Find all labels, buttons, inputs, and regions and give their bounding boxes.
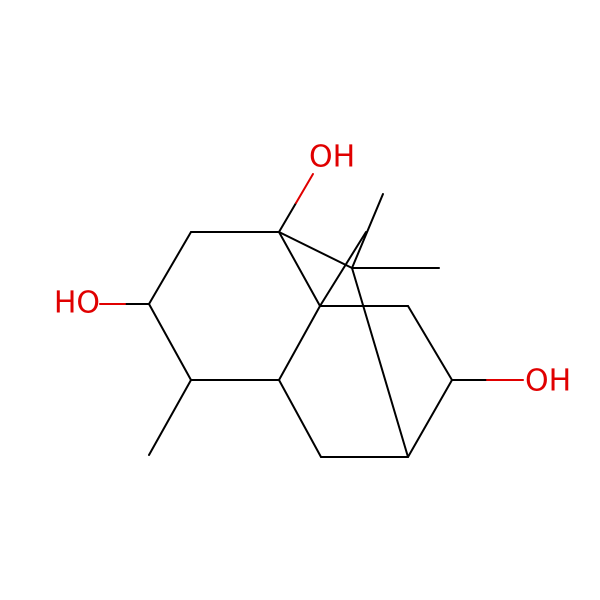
bond — [351, 267, 409, 458]
bond — [407, 305, 453, 381]
bond — [278, 231, 353, 269]
hydroxyl-label: OH — [525, 364, 571, 399]
hydroxyl-label: HO — [54, 286, 100, 321]
bond — [148, 231, 192, 305]
bond — [148, 303, 192, 381]
bond — [351, 193, 384, 269]
bond — [278, 202, 297, 233]
bond — [295, 173, 314, 204]
bond — [278, 231, 321, 307]
bond — [278, 305, 321, 381]
bond — [148, 379, 192, 456]
bond — [319, 231, 367, 307]
bond — [278, 379, 322, 458]
bond — [407, 379, 453, 458]
hydroxyl-label: OH — [309, 140, 355, 175]
